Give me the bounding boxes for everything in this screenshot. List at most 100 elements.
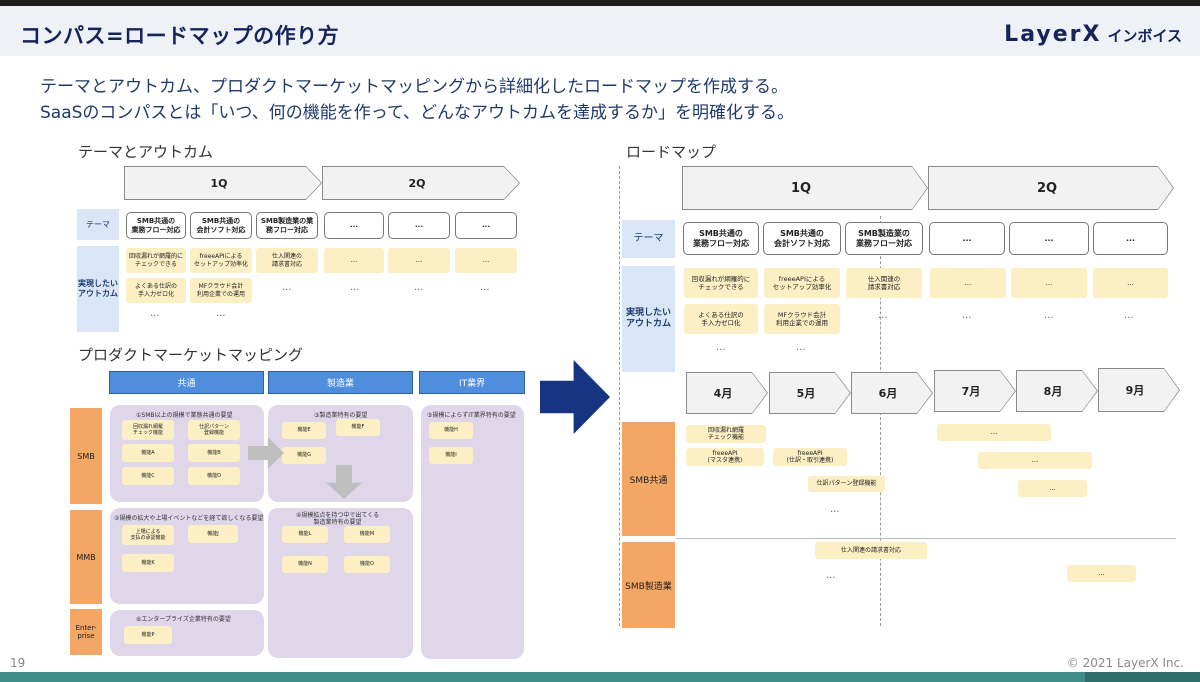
- left-outcome-box: freeeAPIによる セットアップ効率化: [190, 248, 252, 273]
- pmm-item: 機能P: [124, 626, 172, 644]
- big-right-arrow-icon: [540, 360, 610, 434]
- left-dots: ...: [282, 282, 292, 293]
- left-dots: ...: [150, 308, 160, 319]
- right-theme-box: ...: [1093, 222, 1168, 255]
- right-quarter-2q: 2Q: [928, 166, 1174, 210]
- right-row-outcome: 実現したい アウトカム: [622, 266, 675, 372]
- right-outcome-box: 回収漏れが網羅的に チェックできる: [684, 268, 758, 298]
- right-theme-box: SMB共通の 会計ソフト対応: [763, 222, 841, 255]
- pmm-group-4: ④規模拡点を持つ中で出てくる 製造業特有の要望 機能L 機能M 機能N 機能O: [268, 508, 413, 658]
- pmm-item: 機能O: [344, 556, 390, 573]
- copyright: © 2021 LayerX Inc.: [1066, 656, 1184, 670]
- left-outcome-box: 回収漏れが網羅的に チェックできる: [126, 248, 186, 273]
- left-theme-box: SMB製造業の業 務フロー対応: [256, 212, 318, 239]
- pmm-group-title: ③製造業特有の要望: [314, 412, 368, 419]
- left-dots: ...: [216, 308, 226, 319]
- right-outcome-box: MFクラウド会計 利用企業での運用: [764, 304, 840, 334]
- left-dots: ...: [480, 282, 490, 293]
- right-outcome-box: ...: [1093, 268, 1168, 298]
- roadmap-row-divider: [676, 538, 1176, 539]
- pmm-group-6: ⑥エンタープライズ企業特有の要望 機能P: [110, 610, 264, 656]
- right-theme-box: SMB製造業の 業務フロー対応: [845, 222, 923, 255]
- pmm-group-title: ④規模拡点を持つ中で出てくる 製造業特有の要望: [296, 512, 380, 527]
- left-theme-box: SMB共通の 業務フロー対応: [126, 212, 186, 239]
- roadmap-task: freeeAPI (仕訳・取引連携): [773, 448, 847, 466]
- top-band: [0, 0, 1200, 6]
- roadmap-task: freeeAPI (マスタ連携): [686, 448, 764, 466]
- pmm-col-common: 共通: [109, 371, 264, 394]
- right-dots: ...: [1044, 310, 1054, 321]
- right-dots: ...: [962, 310, 972, 321]
- pmm-item: 機能F: [336, 419, 380, 436]
- right-outcome-box: よくある仕訳の 手入力ゼロ化: [684, 304, 758, 334]
- progress-bar: [0, 672, 1200, 682]
- pmm-item: 機能A: [122, 444, 174, 462]
- roadmap-task: 回収漏れ網羅 チェック機能: [686, 425, 766, 443]
- pmm-item: 機能I: [429, 447, 473, 464]
- roadmap-task: 仕入関連の請求書対応: [815, 542, 927, 559]
- roadmap-row-smb: SMB共通: [622, 422, 675, 536]
- roadmap-title: ロードマップ: [626, 143, 717, 161]
- pmm-row-enterprise: Enter- prise: [70, 609, 102, 655]
- pmm-item: 機能E: [282, 422, 326, 439]
- pmm-group-title: ⑤規模によらずIT業界特有の要望: [427, 412, 516, 419]
- page-number: 19: [10, 656, 26, 670]
- pmm-group-title: ②規模の拡大や上場イベントなどを経て欲しくなる要望: [114, 515, 264, 522]
- roadmap-task: ...: [978, 452, 1092, 469]
- left-row-theme: テーマ: [77, 209, 119, 240]
- pmm-item: 機能G: [282, 447, 326, 464]
- theme-outcome-title: テーマとアウトカム: [78, 143, 214, 161]
- subtitle-line2: SaaSのコンパスとは「いつ、何の機能を作って、どんなアウトカムを達成するか」を…: [40, 103, 795, 123]
- month-jun: 6月: [851, 372, 933, 414]
- subtitle-line1: テーマとアウトカム、プロダクトマーケットマッピングから詳細化したロードマップを作…: [40, 77, 788, 97]
- right-theme-box: ...: [1009, 222, 1089, 255]
- right-dots: ...: [1124, 310, 1134, 321]
- right-row-theme: テーマ: [622, 220, 675, 258]
- pmm-item: 機能H: [429, 422, 473, 439]
- month-sep: 9月: [1098, 368, 1180, 412]
- pmm-col-it: IT業界: [419, 371, 525, 394]
- pmm-item: 機能C: [122, 467, 174, 485]
- month-jul: 7月: [934, 370, 1016, 412]
- right-dots: ...: [830, 504, 840, 515]
- roadmap-task: ...: [1018, 480, 1087, 497]
- right-outcome-box: ...: [930, 268, 1006, 298]
- right-theme-box: SMB共通の 業務フロー対応: [683, 222, 759, 255]
- pmm-row-mmb: MMB: [70, 510, 102, 604]
- pmm-item: 仕訳パターン 登録機能: [188, 420, 240, 440]
- pmm-col-manufacturing: 製造業: [268, 371, 413, 394]
- pmm-group-title: ⑥エンタープライズ企業特有の要望: [136, 616, 231, 623]
- left-outcome-box: ...: [324, 248, 384, 273]
- roadmap-row-mfg: SMB製造業: [622, 542, 675, 628]
- left-quarter-1q: 1Q: [124, 166, 322, 200]
- pmm-title: プロダクトマーケットマッピング: [78, 346, 304, 364]
- pmm-item: 機能D: [188, 467, 240, 485]
- pmm-row-smb: SMB: [70, 408, 102, 504]
- left-theme-box: SMB共通の 会計ソフト対応: [190, 212, 252, 239]
- pmm-item: 機能J: [188, 525, 238, 543]
- pmm-item: 機能L: [282, 526, 328, 543]
- pmm-item: 回収漏れ網羅 チェック機能: [122, 420, 174, 440]
- roadmap-task: ...: [1067, 565, 1136, 582]
- left-dots: ...: [350, 282, 360, 293]
- left-quarter-2q: 2Q: [322, 166, 520, 200]
- roadmap-left-edge: [619, 166, 620, 626]
- right-dots: ...: [796, 342, 806, 353]
- pmm-item: 機能M: [344, 526, 390, 543]
- roadmap-task: ...: [937, 424, 1051, 441]
- left-outcome-box: MFクラウド会計 利用企業での運用: [190, 278, 252, 303]
- right-outcome-box: ...: [1011, 268, 1087, 298]
- left-outcome-box: 仕入関連の 請求書対応: [256, 248, 318, 273]
- left-dots: ...: [414, 282, 424, 293]
- left-outcome-box: よくある仕訳の 手入力ゼロ化: [126, 278, 186, 303]
- left-row-outcome: 実現したい アウトカム: [77, 246, 119, 332]
- right-outcome-box: freeeAPIによる セットアップ効率化: [764, 268, 840, 298]
- pmm-group-1: ①SMB以上の規模で業態共通の要望 回収漏れ網羅 チェック機能 仕訳パターン 登…: [110, 405, 264, 502]
- month-may: 5月: [769, 372, 851, 414]
- progress-fill: [0, 672, 1085, 682]
- pmm-item: 機能N: [282, 556, 328, 573]
- pmm-group-5: ⑤規模によらずIT業界特有の要望 機能H 機能I: [421, 405, 524, 659]
- pmm-item: 上場による 支払の承認機能: [122, 525, 174, 545]
